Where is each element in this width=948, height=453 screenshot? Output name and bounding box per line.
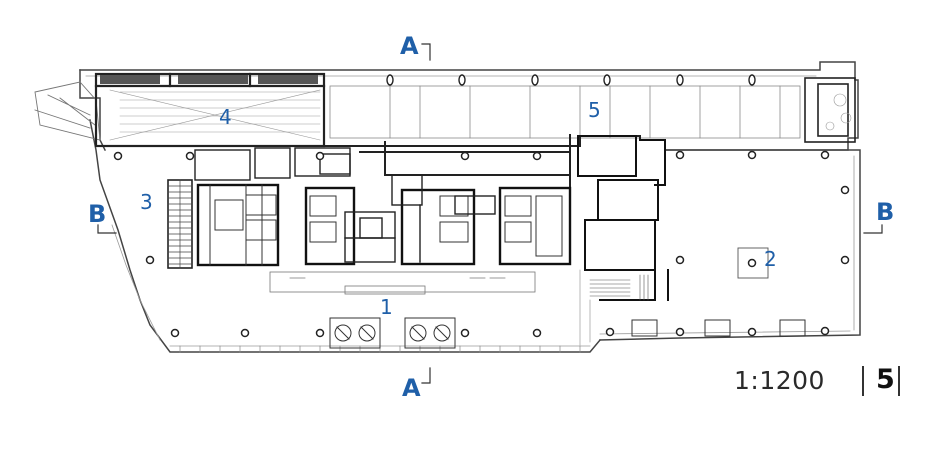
ne-stair-detail [825, 93, 852, 131]
facade-ticks [179, 345, 581, 353]
floor-bracket-left [862, 366, 864, 396]
room-number-2: 2 [764, 247, 777, 271]
scale-label: 1:1200 [734, 366, 825, 395]
north-wing [94, 72, 326, 148]
equipment-2 [737, 247, 769, 279]
floor-bracket-right [898, 366, 900, 396]
section-a-bottom: A [402, 374, 421, 402]
lobby-counter [269, 271, 536, 295]
entrance-canopy [34, 81, 101, 141]
section-a-top: A [400, 32, 419, 60]
left-service-rooms [194, 147, 351, 181]
north-wing-dark-strip-2 [178, 75, 248, 84]
east-core [577, 135, 669, 301]
north-wing-dark-strip-3 [258, 75, 318, 84]
ramp-lines [109, 89, 321, 141]
corridor [323, 134, 641, 251]
north-columns [386, 74, 756, 86]
section-ticks [97, 43, 883, 384]
north-wing-dark-strip [100, 75, 160, 84]
east-stair-treads [589, 274, 649, 301]
revolving-doors [329, 317, 456, 349]
floor-number: 5 [876, 364, 895, 395]
stair-3-treads [167, 179, 193, 269]
room-number-4: 4 [219, 105, 232, 129]
ne-stair [804, 77, 856, 143]
room-number-1: 1 [380, 295, 393, 319]
se-bays [631, 319, 806, 337]
mid-rooms [391, 174, 496, 263]
section-b-left: B [88, 200, 107, 228]
east-hall-lines [579, 269, 591, 346]
room-number-3: 3 [140, 190, 153, 214]
north-bays [329, 85, 801, 139]
columns [113, 150, 850, 338]
wc-blocks [344, 211, 396, 263]
lift-cores [196, 183, 572, 267]
room-number-5: 5 [588, 98, 601, 122]
core-subdivisions [209, 184, 563, 266]
section-b-right: B [876, 198, 895, 226]
